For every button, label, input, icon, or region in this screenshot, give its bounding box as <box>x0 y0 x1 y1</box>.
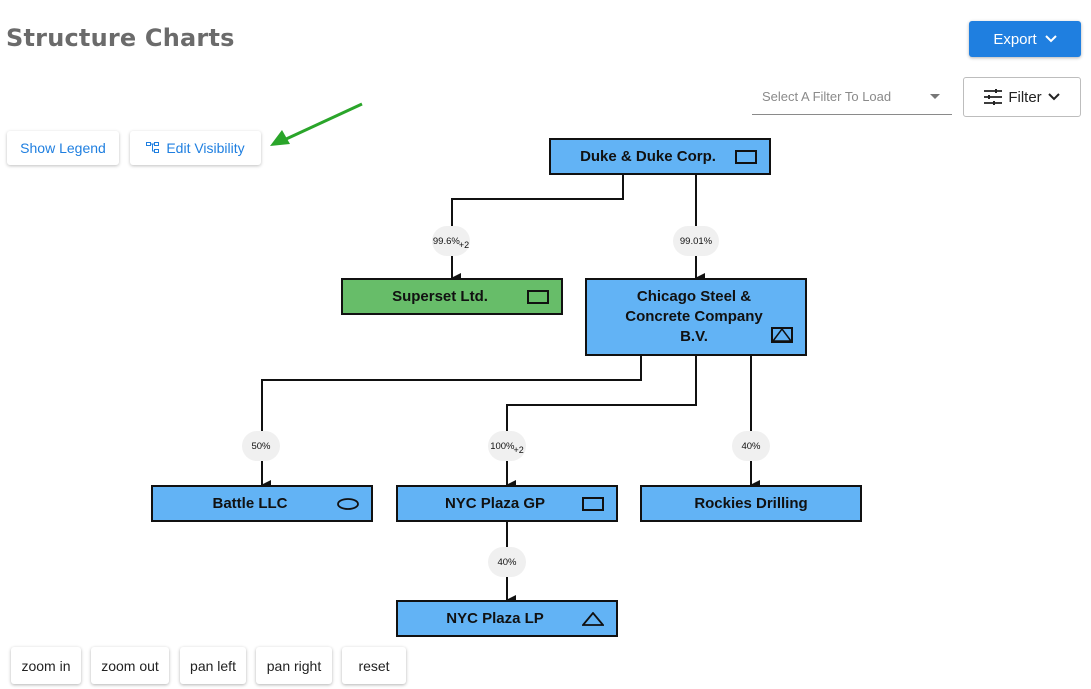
edge-label-nycgp-nyclp: 40% <box>488 547 526 577</box>
sliders-icon <box>984 89 1003 105</box>
node-chicago-label: Chicago Steel & Concrete Company B.V. <box>625 288 763 345</box>
show-legend-button[interactable]: Show Legend <box>7 131 119 165</box>
export-button[interactable]: Export <box>969 21 1081 57</box>
edge-label-duke-superset: 99.6%+2 <box>432 226 470 256</box>
edge-label-chicago-rockies: 40% <box>732 431 770 461</box>
show-legend-label: Show Legend <box>20 140 106 156</box>
rectangle-icon <box>527 289 549 304</box>
pan-right-button[interactable]: pan right <box>256 647 332 684</box>
filter-select[interactable]: Select A Filter To Load <box>752 79 952 115</box>
zoom-out-button[interactable]: zoom out <box>91 647 169 684</box>
triangle-icon <box>582 611 604 626</box>
node-rockies-drilling[interactable]: Rockies Drilling <box>640 485 862 522</box>
node-duke-duke-corp[interactable]: Duke & Duke Corp. <box>549 138 771 175</box>
edge-label-chicago-battle: 50% <box>242 431 280 461</box>
edit-visibility-label: Edit Visibility <box>166 140 245 156</box>
zoom-in-button[interactable]: zoom in <box>11 647 81 684</box>
rectangle-icon <box>735 149 757 164</box>
node-superset-ltd[interactable]: Superset Ltd. <box>341 278 563 315</box>
filter-label: Filter <box>1008 88 1042 106</box>
pan-left-button[interactable]: pan left <box>180 647 246 684</box>
edit-visibility-button[interactable]: Edit Visibility <box>130 131 261 165</box>
filter-button[interactable]: Filter <box>963 77 1081 117</box>
reset-button[interactable]: reset <box>342 647 406 684</box>
node-battle-llc[interactable]: Battle LLC <box>151 485 373 522</box>
node-nyc-plaza-gp[interactable]: NYC Plaza GP <box>396 485 618 522</box>
annotation-arrow <box>270 102 363 146</box>
node-chicago-steel[interactable]: Chicago Steel & Concrete Company B.V. <box>585 278 807 356</box>
rectangle-icon <box>582 496 604 511</box>
node-nyc-plaza-lp[interactable]: NYC Plaza LP <box>396 600 618 637</box>
caret-down-icon <box>930 94 940 99</box>
triangle-in-rectangle-icon <box>771 327 793 343</box>
chevron-down-icon <box>1047 93 1060 101</box>
export-label: Export <box>993 30 1037 48</box>
page-title: Structure Charts <box>6 24 235 52</box>
filter-placeholder: Select A Filter To Load <box>762 89 892 104</box>
ellipse-icon <box>337 497 359 510</box>
hierarchy-icon <box>146 142 160 153</box>
edge-label-duke-chicago: 99.01% <box>673 226 719 256</box>
edge-label-chicago-nycgp: 100%+2 <box>488 431 526 461</box>
chevron-down-icon <box>1044 35 1057 43</box>
